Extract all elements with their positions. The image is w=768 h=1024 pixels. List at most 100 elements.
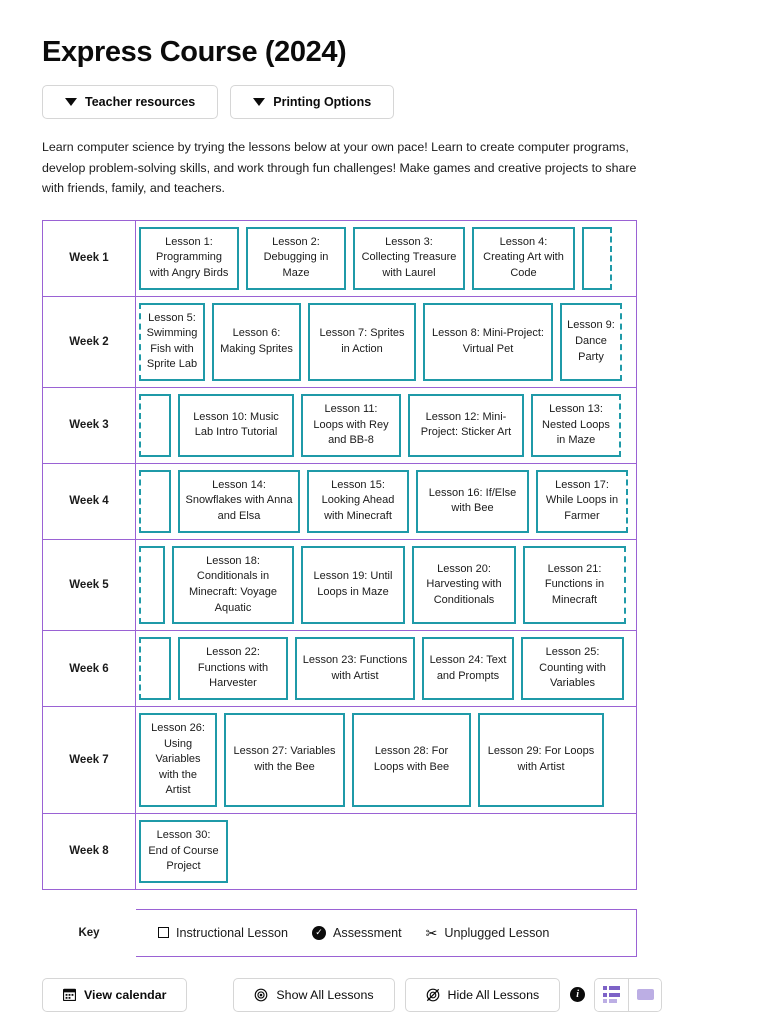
week-label: Week 5: [43, 539, 136, 631]
view-calendar-button[interactable]: View calendar: [42, 977, 188, 1012]
lesson-box[interactable]: Lesson 4: Creating Art with Code: [472, 226, 575, 290]
lesson-box[interactable]: Lesson 29: For Loops with Artist: [478, 712, 604, 808]
week-label: Week 3: [43, 387, 136, 464]
key-item-assessment: ✓ Assessment: [312, 925, 402, 940]
square-outline-icon: [158, 927, 169, 939]
lesson-box-empty[interactable]: [582, 226, 612, 290]
view-toggle-group: [594, 977, 663, 1012]
calendar-icon: [63, 989, 76, 1002]
info-icon[interactable]: i: [570, 987, 586, 1003]
lesson-box[interactable]: Lesson 18: Conditionals in Minecraft: Vo…: [172, 545, 294, 625]
page-title: Express Course (2024): [42, 36, 347, 68]
header-button-row: Teacher resources Printing Options: [42, 85, 726, 119]
key-item-unplugged-label: Unplugged Lesson: [444, 925, 550, 940]
lesson-box[interactable]: Lesson 17: While Loops in Farmer: [536, 469, 628, 533]
lesson-box[interactable]: Lesson 8: Mini-Project: Virtual Pet: [423, 302, 553, 382]
card-view-button[interactable]: [628, 978, 662, 1011]
lesson-box-empty[interactable]: [139, 469, 171, 533]
lesson-strip: Lesson 14: Snowflakes with Anna and Elsa…: [139, 469, 636, 533]
lesson-box[interactable]: Lesson 24: Text and Prompts: [422, 637, 514, 700]
week-label: Week 2: [43, 296, 136, 388]
lesson-box[interactable]: Lesson 22: Functions with Harvester: [178, 637, 288, 700]
key-table: Key Instructional Lesson ✓ Assessment ✂: [42, 908, 637, 957]
lesson-box[interactable]: Lesson 2: Debugging in Maze: [246, 226, 346, 290]
lesson-box-empty[interactable]: [139, 637, 171, 700]
week-lessons-cell: Lesson 14: Snowflakes with Anna and Elsa…: [136, 463, 637, 539]
hide-all-lessons-button[interactable]: Hide All Lessons: [404, 977, 561, 1012]
key-item-instructional: Instructional Lesson: [158, 926, 288, 940]
check-circle-icon: ✓: [312, 925, 327, 940]
lesson-box[interactable]: Lesson 10: Music Lab Intro Tutorial: [178, 394, 294, 457]
hide-all-lessons-label: Hide All Lessons: [447, 987, 540, 1002]
list-view-icon: [602, 986, 621, 1004]
view-calendar-label: View calendar: [84, 987, 167, 1002]
week-row: Week 5 Lesson 18: Conditionals in Minecra…: [43, 539, 636, 631]
lesson-box[interactable]: Lesson 23: Functions with Artist: [295, 637, 415, 700]
lesson-box[interactable]: Lesson 19: Until Loops in Maze: [301, 545, 405, 625]
lesson-box[interactable]: Lesson 6: Making Sprites: [212, 302, 301, 382]
lesson-box[interactable]: Lesson 15: Looking Ahead with Minecraft: [307, 469, 409, 533]
key-items: Instructional Lesson ✓ Assessment ✂ Unpl…: [158, 925, 614, 940]
eye-icon: [255, 988, 268, 1002]
eye-slash-icon: [426, 988, 439, 1002]
lesson-strip: Lesson 26: Using Variables with the Arti…: [139, 712, 636, 808]
lesson-box[interactable]: Lesson 3: Collecting Treasure with Laure…: [353, 226, 465, 290]
lesson-box[interactable]: Lesson 11: Loops with Rey and BB-8: [301, 394, 401, 457]
key-label: Key: [78, 926, 100, 939]
lesson-box[interactable]: Lesson 1: Programming with Angry Birds: [139, 226, 239, 290]
caret-down-icon: [65, 98, 77, 106]
list-view-button[interactable]: [595, 978, 629, 1011]
key-item-unplugged: ✂ Unplugged Lesson: [426, 926, 550, 940]
lesson-box[interactable]: Lesson 26: Using Variables with the Arti…: [139, 712, 217, 808]
bottom-toolbar: View calendar Show All Lessons Hide All …: [42, 977, 726, 1012]
lesson-strip: Lesson 18: Conditionals in Minecraft: Vo…: [139, 545, 636, 625]
lesson-box[interactable]: Lesson 20: Harvesting with Conditionals: [412, 545, 516, 625]
week-label: Week 8: [43, 813, 136, 889]
show-all-lessons-button[interactable]: Show All Lessons: [233, 977, 395, 1012]
week-label: Week 7: [43, 706, 136, 814]
teacher-resources-label: Teacher resources: [85, 95, 196, 109]
lesson-box[interactable]: Lesson 14: Snowflakes with Anna and Elsa: [178, 469, 300, 533]
teacher-resources-button[interactable]: Teacher resources: [42, 85, 219, 119]
lesson-box[interactable]: Lesson 7: Sprites in Action: [308, 302, 416, 382]
lesson-box[interactable]: Lesson 21: Functions in Minecraft: [523, 545, 626, 625]
lesson-box[interactable]: Lesson 12: Mini-Project: Sticker Art: [408, 394, 524, 457]
lesson-box[interactable]: Lesson 5: Swimming Fish with Sprite Lab: [139, 302, 205, 382]
show-all-lessons-label: Show All Lessons: [276, 987, 374, 1002]
week-lessons-cell: Lesson 30: End of Course Project: [136, 814, 637, 889]
lesson-box[interactable]: Lesson 28: For Loops with Bee: [352, 712, 471, 808]
printing-options-button[interactable]: Printing Options: [230, 85, 395, 119]
lesson-box[interactable]: Lesson 16: If/Else with Bee: [416, 469, 529, 533]
lesson-box[interactable]: Lesson 13: Nested Loops in Maze: [531, 394, 621, 457]
week-label: Week 1: [43, 220, 136, 297]
key-body: Instructional Lesson ✓ Assessment ✂ Unpl…: [135, 908, 637, 957]
lesson-box[interactable]: Lesson 9: Dance Party: [560, 302, 622, 382]
lesson-box[interactable]: Lesson 25: Counting with Variables: [521, 637, 624, 700]
lesson-box-empty[interactable]: [139, 545, 165, 625]
caret-down-icon: [253, 98, 266, 106]
lesson-box-empty[interactable]: [139, 394, 171, 457]
key-item-instructional-label: Instructional Lesson: [176, 925, 289, 940]
lesson-box[interactable]: Lesson 30: End of Course Project: [139, 820, 228, 883]
scissors-icon: ✂: [425, 924, 438, 941]
lesson-box[interactable]: Lesson 27: Variables with the Bee: [224, 712, 345, 808]
card-view-icon: [636, 989, 654, 1001]
week-label: Week 4: [43, 463, 136, 540]
